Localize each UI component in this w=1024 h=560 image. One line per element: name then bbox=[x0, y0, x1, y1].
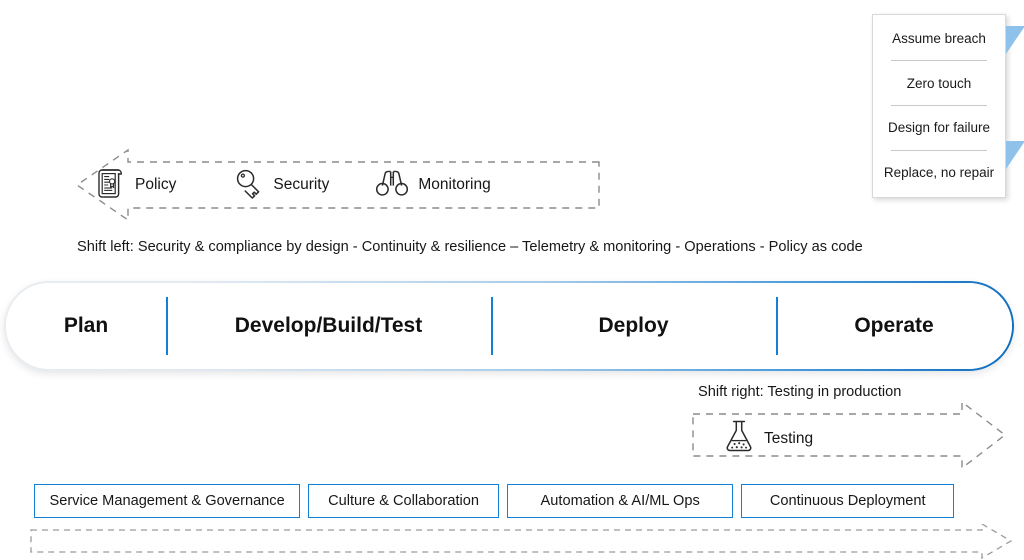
pipeline-stage-divider bbox=[776, 297, 778, 355]
pipeline-stage-operate[interactable]: Operate bbox=[776, 283, 1012, 369]
pipeline-stage-label: Operate bbox=[854, 314, 934, 337]
capability-box-continuous-deployment[interactable]: Continuous Deployment bbox=[741, 484, 954, 518]
panel-pointer-triangle-icon bbox=[1006, 141, 1024, 169]
pipeline-stage-label: Deploy bbox=[598, 314, 669, 337]
pipeline-stage-develop-build-test[interactable]: Develop/Build/Test bbox=[166, 283, 491, 369]
shift-left-item-monitoring: Monitoring bbox=[375, 168, 491, 203]
principle-item-assume-breach: Assume breach bbox=[892, 30, 986, 46]
shift-right-items: Testing bbox=[724, 419, 813, 458]
binoculars-monitoring-icon bbox=[375, 168, 409, 203]
capability-boxes: Service Management & Governance Culture … bbox=[34, 484, 954, 518]
shift-left-label-security: Security bbox=[273, 176, 330, 193]
shift-left-item-security: Security bbox=[234, 167, 329, 204]
principle-item-design-for-failure: Design for failure bbox=[887, 120, 991, 136]
shift-left-arrow-shape bbox=[75, 148, 600, 222]
shift-left-label-monitoring: Monitoring bbox=[418, 176, 491, 193]
capability-label: Culture & Collaboration bbox=[328, 493, 479, 509]
devops-pipeline-bar: Plan Develop/Build/Test Deploy Operate bbox=[4, 281, 1014, 371]
shift-right-caption: Shift right: Testing in production bbox=[698, 384, 902, 400]
shift-left-label-policy: Policy bbox=[135, 176, 177, 193]
continuous-flow-arrow-shape bbox=[30, 524, 1012, 560]
pipeline-stage-label: Plan bbox=[63, 314, 109, 337]
pipeline-stage-label: Develop/Build/Test bbox=[234, 314, 423, 337]
flask-testing-icon bbox=[724, 419, 754, 458]
design-principles-panel: Assume breach Zero touch Design for fail… bbox=[872, 14, 1006, 198]
shift-left-item-policy: Policy bbox=[96, 167, 176, 204]
shift-left-items: Policy Security bbox=[96, 162, 596, 208]
capability-box-service-management-governance[interactable]: Service Management & Governance bbox=[34, 484, 301, 518]
pipeline-stage-plan[interactable]: Plan bbox=[6, 283, 166, 369]
scroll-policy-icon bbox=[96, 167, 126, 204]
principle-divider bbox=[891, 60, 987, 62]
capability-label: Service Management & Governance bbox=[49, 493, 285, 509]
capability-label: Automation & AI/ML Ops bbox=[540, 493, 700, 509]
panel-pointer-triangle-icon bbox=[1006, 26, 1024, 54]
principle-divider bbox=[891, 150, 987, 152]
principle-item-zero-touch: Zero touch bbox=[906, 75, 972, 91]
capability-box-automation-aiml-ops[interactable]: Automation & AI/ML Ops bbox=[506, 484, 734, 518]
key-security-icon bbox=[234, 167, 264, 204]
shift-right-arrow bbox=[692, 398, 1010, 472]
continuous-flow-arrow bbox=[30, 524, 1012, 560]
shift-right-label-testing: Testing bbox=[764, 429, 814, 447]
shift-left-caption: Shift left: Security & compliance by des… bbox=[77, 239, 863, 255]
principle-item-replace-no-repair: Replace, no repair bbox=[883, 165, 995, 181]
capability-label: Continuous Deployment bbox=[769, 493, 926, 509]
principle-divider bbox=[891, 105, 987, 107]
shift-right-arrow-shape bbox=[692, 400, 1007, 470]
capability-box-culture-collaboration[interactable]: Culture & Collaboration bbox=[308, 484, 499, 518]
pipeline-stage-deploy[interactable]: Deploy bbox=[491, 283, 776, 369]
pipeline-stage-divider bbox=[491, 297, 493, 355]
pipeline-stage-divider bbox=[166, 297, 168, 355]
shift-left-arrow bbox=[72, 146, 600, 224]
